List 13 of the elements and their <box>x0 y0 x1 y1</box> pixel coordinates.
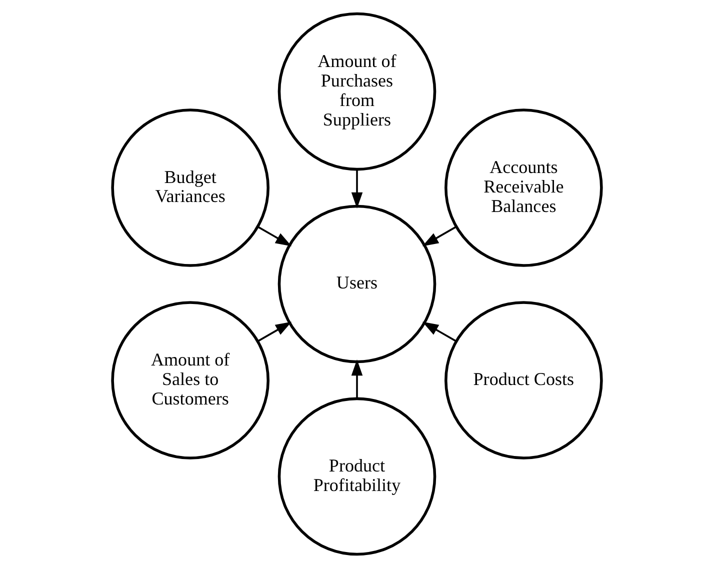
node-circle: Amount of Sales to Customers <box>111 301 270 460</box>
node-circle: Accounts Receivable Balances <box>444 108 603 267</box>
node-circle: Amount of Purchases from Suppliers <box>278 12 436 171</box>
arrow <box>422 226 456 246</box>
arrow <box>258 322 292 342</box>
arrow <box>351 359 363 398</box>
node-circle: Product Profitability <box>278 397 436 556</box>
node-circle: Product Costs <box>444 301 603 460</box>
node-circle: Budget Variances <box>111 108 270 267</box>
node-circle: Users <box>278 204 436 364</box>
arrow <box>258 226 292 246</box>
arrow <box>422 322 456 342</box>
arrow <box>351 170 363 209</box>
